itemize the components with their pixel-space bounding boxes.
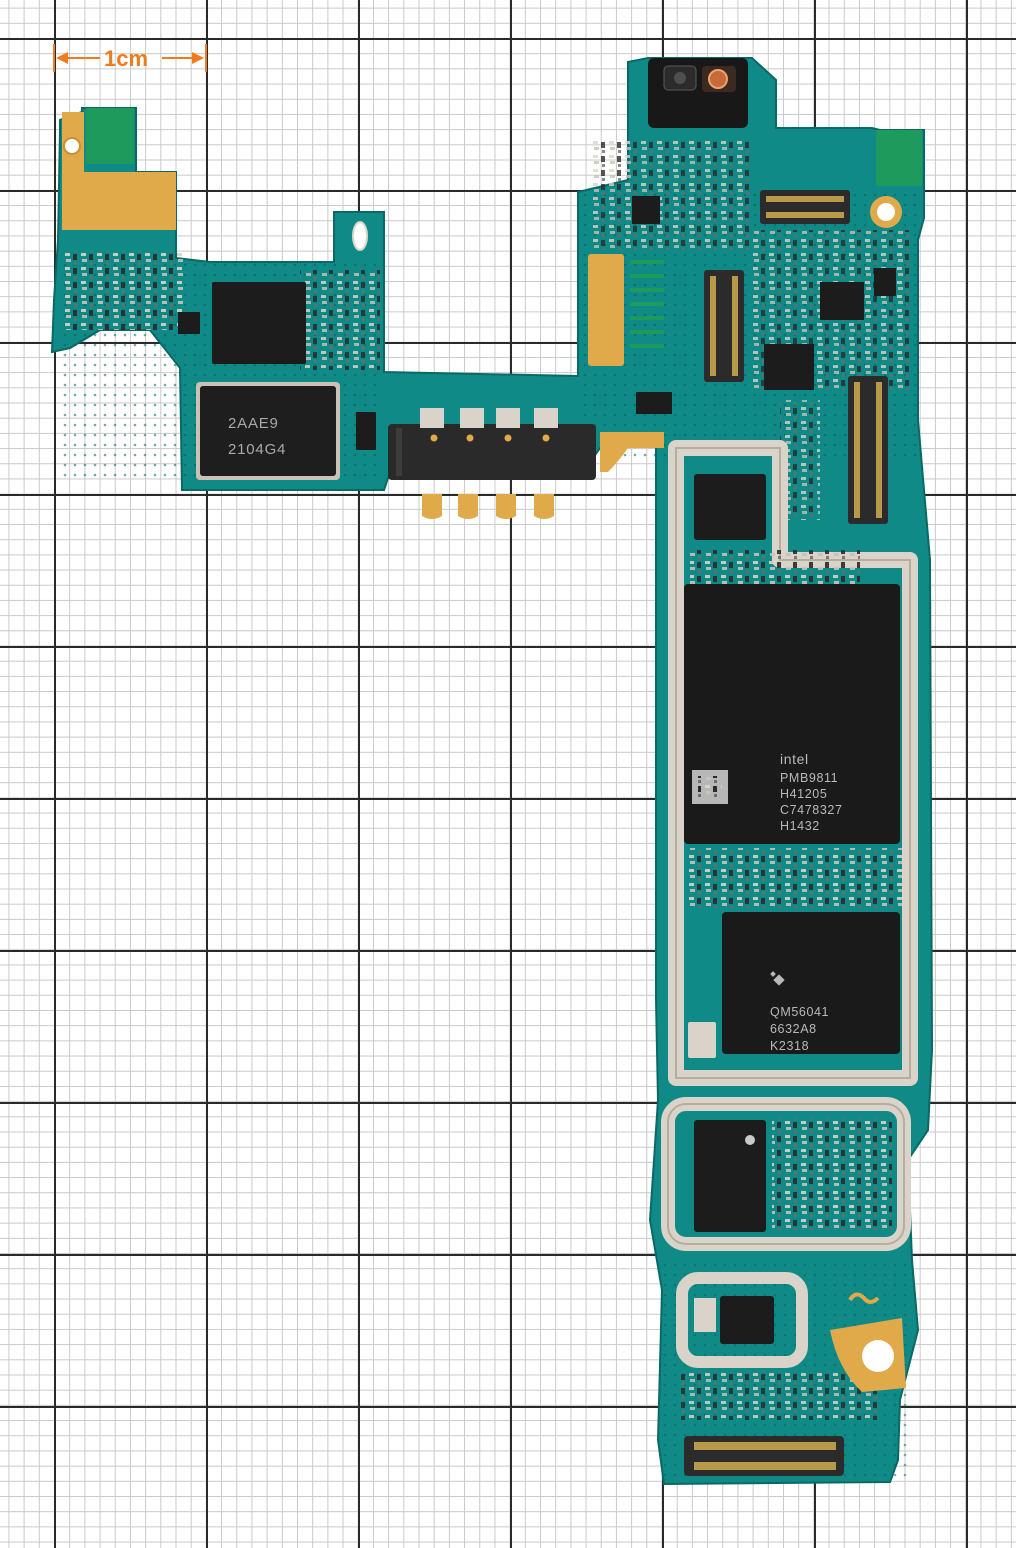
smd-components bbox=[64, 250, 184, 330]
mounting-hole bbox=[870, 130, 922, 228]
small-chip bbox=[874, 268, 896, 296]
display-connector bbox=[684, 1436, 844, 1476]
battery-connector bbox=[388, 408, 596, 519]
smd-components bbox=[772, 1118, 892, 1230]
antenna-contact-strip bbox=[588, 254, 664, 366]
scale-label: 1cm bbox=[104, 46, 148, 71]
small-chip bbox=[720, 1296, 774, 1344]
capacitor bbox=[688, 1022, 716, 1058]
pmic-line-2: 2104G4 bbox=[228, 441, 286, 458]
smd-components bbox=[300, 270, 380, 370]
rf-shield bbox=[668, 440, 918, 1086]
cpu-chip: intel PMB9811 H41205 C7478327 H1432 bbox=[684, 584, 900, 844]
board-slot bbox=[352, 221, 368, 251]
small-chip bbox=[764, 344, 814, 390]
smd-components bbox=[690, 550, 860, 590]
smd-components bbox=[688, 848, 902, 908]
small-chip bbox=[636, 392, 672, 414]
gold-contact-pad bbox=[62, 108, 176, 230]
small-chip bbox=[820, 282, 864, 320]
rf-shield bbox=[676, 1272, 808, 1368]
proximity-sensor bbox=[648, 58, 748, 128]
capacitor bbox=[694, 1298, 716, 1332]
flex-connector bbox=[848, 376, 888, 524]
memory-line-1: QM56041 bbox=[770, 1005, 829, 1019]
power-chip: 2AAE9 2104G4 bbox=[196, 382, 340, 480]
small-chip bbox=[356, 412, 376, 450]
chip-marker bbox=[745, 1135, 755, 1145]
rf-shield bbox=[661, 1097, 911, 1251]
ground-pad bbox=[600, 432, 664, 472]
smd-components bbox=[592, 140, 752, 250]
pmic-line-1: 2AAE9 bbox=[228, 415, 279, 432]
antenna-icon bbox=[848, 1292, 880, 1304]
small-chip bbox=[178, 312, 200, 334]
flex-connector bbox=[760, 190, 850, 224]
cpu-line-4: H1432 bbox=[780, 819, 820, 833]
memory-line-2: 6632A8 bbox=[770, 1022, 817, 1036]
mounting-hole bbox=[830, 1318, 906, 1392]
small-chip bbox=[694, 474, 766, 540]
cpu-line-3: C7478327 bbox=[780, 803, 843, 817]
small-chip bbox=[632, 196, 660, 224]
flex-connector bbox=[704, 270, 744, 382]
cpu-line-1: PMB9811 bbox=[780, 771, 838, 785]
smd-components bbox=[680, 1370, 880, 1420]
cpu-line-2: H41205 bbox=[780, 787, 827, 801]
memory-chip: QM56041 6632A8 K2318 bbox=[722, 912, 900, 1054]
rf-chip bbox=[212, 282, 306, 364]
scale-bar: 1cm bbox=[53, 44, 207, 72]
memory-line-3: K2318 bbox=[770, 1039, 809, 1053]
small-chip bbox=[694, 1120, 766, 1232]
cpu-logo: intel bbox=[780, 751, 809, 767]
